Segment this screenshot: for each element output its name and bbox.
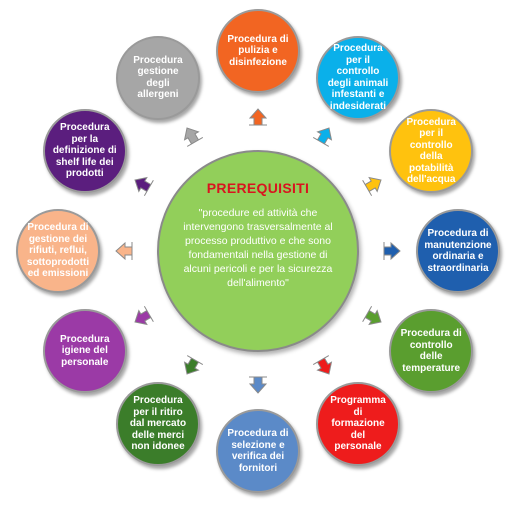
center-description: "procedure ed attività che intervengono … <box>183 207 333 289</box>
arrow-icon <box>362 176 382 197</box>
arrow-shape <box>312 127 333 147</box>
node-label: Procedura di controllo delle temperature <box>400 328 462 374</box>
node-pulizia: Procedura di pulizia e disinfezione <box>216 9 300 93</box>
node-label: Procedura di pulizia e disinfezione <box>227 33 289 68</box>
node-label: Procedura per il controllo della potabil… <box>406 116 456 186</box>
arrow-icon <box>248 376 268 394</box>
arrow-shape <box>362 305 382 326</box>
node-label: Procedura igiene del personale <box>60 333 110 368</box>
arrow-shape <box>312 355 333 375</box>
arrow-icon <box>383 241 401 261</box>
node-potabilita-acqua: Procedura per il controllo della potabil… <box>389 109 474 193</box>
node-formazione: Programma di formazione del personale <box>316 382 400 467</box>
arrow-shape <box>383 241 401 261</box>
arrow-shape <box>248 108 268 126</box>
arrow-icon <box>115 241 133 261</box>
node-temperature: Procedura di controllo delle temperature <box>389 309 474 393</box>
arrow-shape <box>248 376 268 394</box>
node-allergeni: Procedura gestione degli allergeni <box>116 35 200 120</box>
arrow-icon <box>183 127 204 147</box>
arrow-icon <box>248 108 268 126</box>
arrow-shape <box>183 355 204 375</box>
node-label: Procedura per il controllo degli animali… <box>327 43 389 112</box>
node-label: Procedura per il ritiro dal mercato dell… <box>129 395 187 453</box>
arrow-shape <box>362 176 382 197</box>
node-manutenzione: Procedura di manutenzione ordinaria e st… <box>416 209 500 293</box>
node-ritiro-mercato: Procedura per il ritiro dal mercato dell… <box>116 382 200 467</box>
node-label: Procedura per la definizione di shelf li… <box>52 122 117 180</box>
arrow-icon <box>134 305 154 326</box>
node-igiene-personale: Procedura igiene del personale <box>42 309 127 393</box>
arrow-shape <box>115 241 133 261</box>
node-rifiuti: Procedura di gestione dei rifiuti, reflu… <box>16 209 100 293</box>
node-label: Procedura di gestione dei rifiuti, reflu… <box>26 222 90 280</box>
arrow-shape <box>134 176 154 197</box>
center-circle: PREREQUISITI "procedure ed attività che … <box>157 150 359 352</box>
node-label: Programma di formazione del personale <box>330 395 386 453</box>
arrow-shape <box>134 305 154 326</box>
node-label: Procedura di manutenzione ordinaria e st… <box>424 228 492 274</box>
arrow-shape <box>183 127 204 147</box>
arrow-icon <box>312 355 333 375</box>
node-fornitori: Procedura di selezione e verifica dei fo… <box>216 409 300 493</box>
node-shelf-life: Procedura per la definizione di shelf li… <box>42 109 127 193</box>
center-title: PREREQUISITI <box>206 180 310 196</box>
arrow-icon <box>134 176 154 197</box>
arrow-icon <box>312 127 333 147</box>
node-label: Procedura gestione degli allergeni <box>133 54 183 101</box>
node-animali-infestanti: Procedura per il controllo degli animali… <box>316 35 400 120</box>
arrow-icon <box>362 305 382 326</box>
node-label: Procedura di selezione e verifica dei fo… <box>227 428 289 474</box>
arrow-icon <box>183 355 204 375</box>
